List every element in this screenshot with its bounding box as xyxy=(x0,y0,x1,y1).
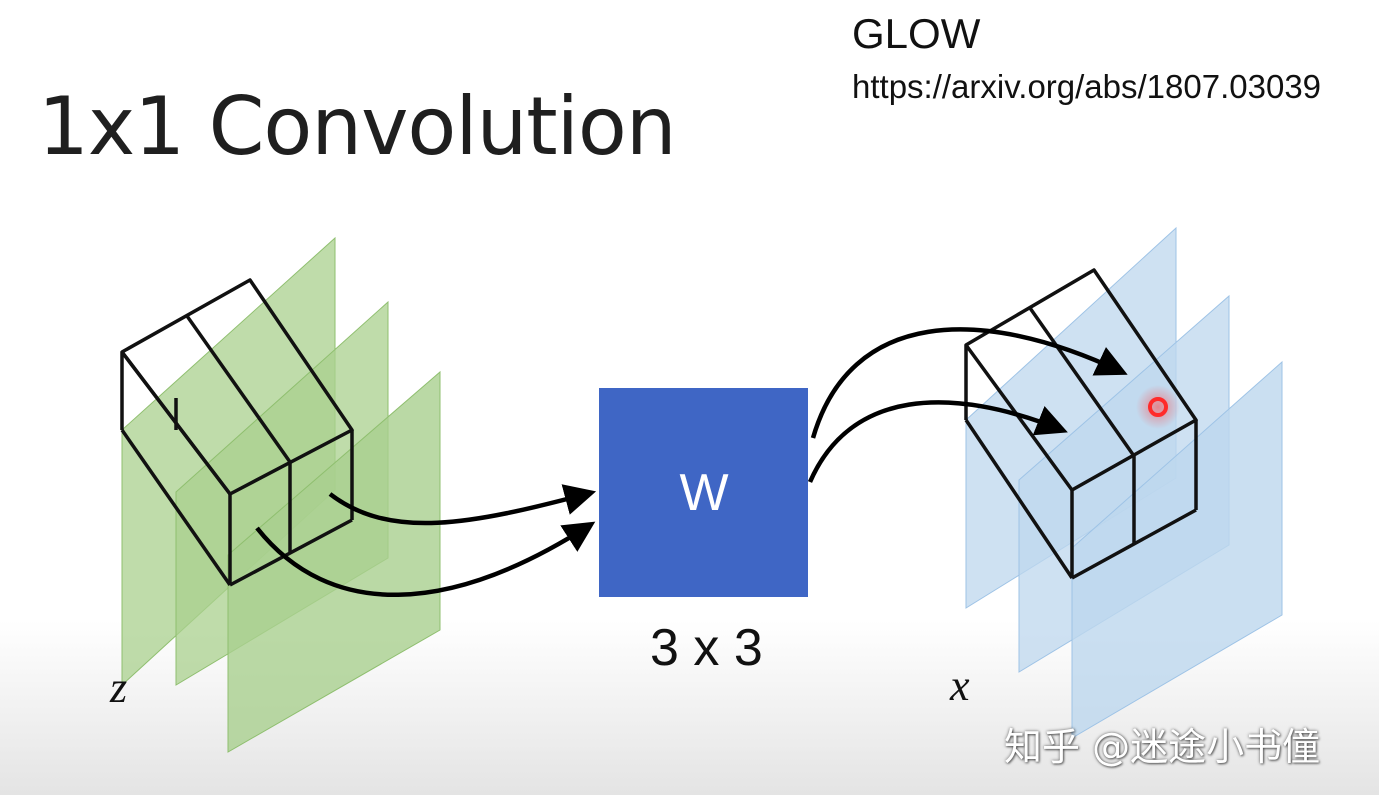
input-tensor xyxy=(120,236,441,753)
arrow-input-upper xyxy=(328,484,597,526)
cursor-indicator xyxy=(1136,385,1180,429)
output-label: x xyxy=(949,661,970,710)
output-plane-front xyxy=(1071,360,1283,739)
input-cube xyxy=(120,278,354,587)
input-label: z xyxy=(109,663,127,712)
reference-url[interactable]: https://arxiv.org/abs/1807.03039 xyxy=(852,68,1322,105)
arrow-output-upper xyxy=(810,327,1128,439)
slide-title: 1x1 Convolution xyxy=(38,80,677,173)
watermark: 知乎 @迷途小书僮 xyxy=(1004,725,1321,769)
arrow-input-lower xyxy=(255,521,596,597)
reference-name: GLOW xyxy=(852,10,981,57)
weight-matrix-label: W xyxy=(679,464,728,522)
input-plane-front xyxy=(227,370,441,753)
matrix-size-label: 3 x 3 xyxy=(650,619,763,677)
arrow-output-lower xyxy=(807,400,1068,483)
flow-arrows xyxy=(255,327,1128,597)
output-tensor xyxy=(964,226,1283,739)
output-cube xyxy=(964,268,1198,580)
weight-matrix-box xyxy=(599,388,808,597)
cursor-ring-icon xyxy=(1148,397,1168,417)
